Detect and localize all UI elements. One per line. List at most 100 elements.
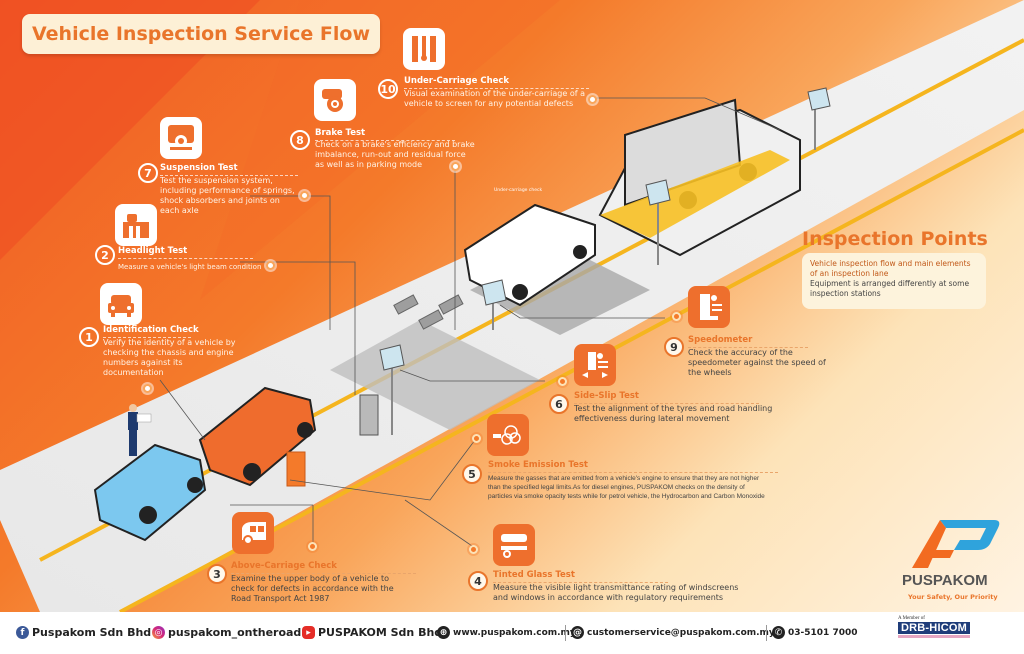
phone-link[interactable]: ✆ 03-5101 7000 xyxy=(772,626,858,639)
side-slip-icon xyxy=(574,344,616,386)
step-number: 1 xyxy=(79,327,99,347)
step-title: Smoke Emission Test xyxy=(488,460,778,473)
youtube-link[interactable]: ▸ PUSPAKOM Sdn Bhd xyxy=(302,626,442,639)
car-body-icon xyxy=(232,512,274,554)
inspection-points-box: Vehicle inspection flow and main element… xyxy=(802,253,986,309)
email-link[interactable]: @ customerservice@puspakom.com.my xyxy=(571,626,775,639)
smoke-icon xyxy=(487,414,529,456)
instagram-icon: ◎ xyxy=(152,626,165,639)
globe-icon: ⊕ xyxy=(437,626,450,639)
undercarriage-callout-label: Under-carriage check xyxy=(494,188,543,193)
member-brand: DRB-HICOM xyxy=(898,622,970,634)
step-description: Check on a brake's efficiency and brake … xyxy=(315,140,475,169)
emission-analyser xyxy=(286,451,306,487)
page-title-banner: Vehicle Inspection Service Flow xyxy=(22,14,380,54)
website-link[interactable]: ⊕ www.puspakom.com.my xyxy=(437,626,576,639)
callout-pin[interactable] xyxy=(143,384,152,393)
step-description: Test the alignment of the tyres and road… xyxy=(574,404,773,423)
camera-heads xyxy=(379,87,831,371)
page-title: Vehicle Inspection Service Flow xyxy=(31,23,370,45)
facebook-link[interactable]: f Puspakom Sdn Bhd xyxy=(16,626,151,639)
speedometer-icon xyxy=(688,286,730,328)
step-description: Test the suspension system, including pe… xyxy=(160,176,295,215)
step-description: Measure the visible light transmittance … xyxy=(493,583,739,602)
step-description: Verify the identity of a vehicle by chec… xyxy=(103,338,236,377)
step-title: Brake Test xyxy=(315,128,455,141)
phone-label: 03-5101 7000 xyxy=(788,627,858,638)
step-title: Headlight Test xyxy=(118,246,253,259)
test-bay xyxy=(330,320,540,430)
inspector-figure xyxy=(128,404,152,456)
step-description: Check the accuracy of the speedometer ag… xyxy=(688,348,826,377)
step-description: Visual examination of the under-carriage… xyxy=(404,89,585,108)
email-label: customerservice@puspakom.com.my xyxy=(587,627,775,638)
step-title: Suspension Test xyxy=(160,163,298,176)
step-number: 10 xyxy=(378,79,398,99)
instagram-link[interactable]: ◎ puspakom_ontheroad xyxy=(152,626,301,639)
step-title: Under-Carriage Check xyxy=(404,76,589,89)
callout-pin[interactable] xyxy=(558,377,567,386)
truck xyxy=(598,98,801,257)
bg-shard xyxy=(200,0,560,300)
undercarriage-icon xyxy=(403,28,445,70)
puspakom-logo: PUSPAKOM Your Safety, Our Priority xyxy=(898,510,1008,606)
brand-tagline: Your Safety, Our Priority xyxy=(908,593,998,601)
step-title: Identification Check xyxy=(103,325,199,338)
step-number: 9 xyxy=(664,337,684,357)
inspection-flow-poster: Vehicle Inspection Service Flow Under-ca… xyxy=(0,0,1024,612)
callout-pin[interactable] xyxy=(472,434,481,443)
step-title: Speedometer xyxy=(688,335,808,348)
step-title: Tinted Glass Test xyxy=(493,570,668,583)
footer-divider xyxy=(766,625,767,641)
step-description: Measure the gasses that are emitted from… xyxy=(488,475,765,500)
step-title: Above-Carriage Check xyxy=(231,561,416,574)
inspection-lane-illustration xyxy=(0,0,1024,612)
facebook-label: Puspakom Sdn Bhd xyxy=(32,626,152,639)
callout-pin[interactable] xyxy=(672,312,681,321)
puspakom-p-icon xyxy=(912,520,1000,568)
step-description: Examine the upper body of a vehicle to c… xyxy=(231,574,394,603)
step-number: 6 xyxy=(549,394,569,414)
youtube-label: PUSPAKOM Sdn Bhd xyxy=(318,626,443,639)
step-number: 8 xyxy=(290,130,310,150)
step-number: 2 xyxy=(95,245,115,265)
callout-pin[interactable] xyxy=(588,95,597,104)
step-number: 3 xyxy=(207,564,227,584)
email-icon: @ xyxy=(571,626,584,639)
step-number: 7 xyxy=(138,163,158,183)
callout-pin[interactable] xyxy=(469,545,478,554)
drb-hicom-member-badge: A Member of DRB-HICOM xyxy=(898,616,970,638)
window-icon xyxy=(493,524,535,566)
callout-pin[interactable] xyxy=(451,162,460,171)
youtube-icon: ▸ xyxy=(302,626,315,639)
bg-shard xyxy=(0,0,260,260)
car-front-icon xyxy=(100,283,142,325)
callout-pin[interactable] xyxy=(300,191,309,200)
suspension-icon xyxy=(160,117,202,159)
brake-icon xyxy=(314,79,356,121)
orange-suv xyxy=(198,386,317,487)
step-description: Measure a vehicle's light beam condition xyxy=(118,263,262,271)
footer-divider xyxy=(565,625,566,641)
member-label: A Member of xyxy=(898,616,925,621)
step-title: Side-Slip Test xyxy=(574,391,759,404)
instagram-label: puspakom_ontheroad xyxy=(168,626,302,639)
headlight-tester xyxy=(359,394,379,436)
member-brand-underline xyxy=(898,635,970,638)
step-number: 5 xyxy=(462,464,482,484)
facebook-icon: f xyxy=(16,626,29,639)
inspection-points-subtitle: Vehicle inspection flow and main element… xyxy=(810,259,971,278)
blue-suv xyxy=(93,443,207,542)
inspection-points-heading: Inspection Points xyxy=(802,228,988,250)
inspection-points-note: Equipment is arranged differently at som… xyxy=(810,279,970,298)
callout-pin[interactable] xyxy=(266,261,275,270)
brake-rollers xyxy=(393,294,464,330)
van xyxy=(463,203,596,307)
phone-icon: ✆ xyxy=(772,626,785,639)
step-number: 4 xyxy=(468,571,488,591)
brand-name: PUSPAKOM xyxy=(902,572,988,589)
connector-lines xyxy=(159,97,781,549)
headlight-icon xyxy=(115,204,157,246)
callout-pin[interactable] xyxy=(308,542,317,551)
website-label: www.puspakom.com.my xyxy=(453,627,576,638)
